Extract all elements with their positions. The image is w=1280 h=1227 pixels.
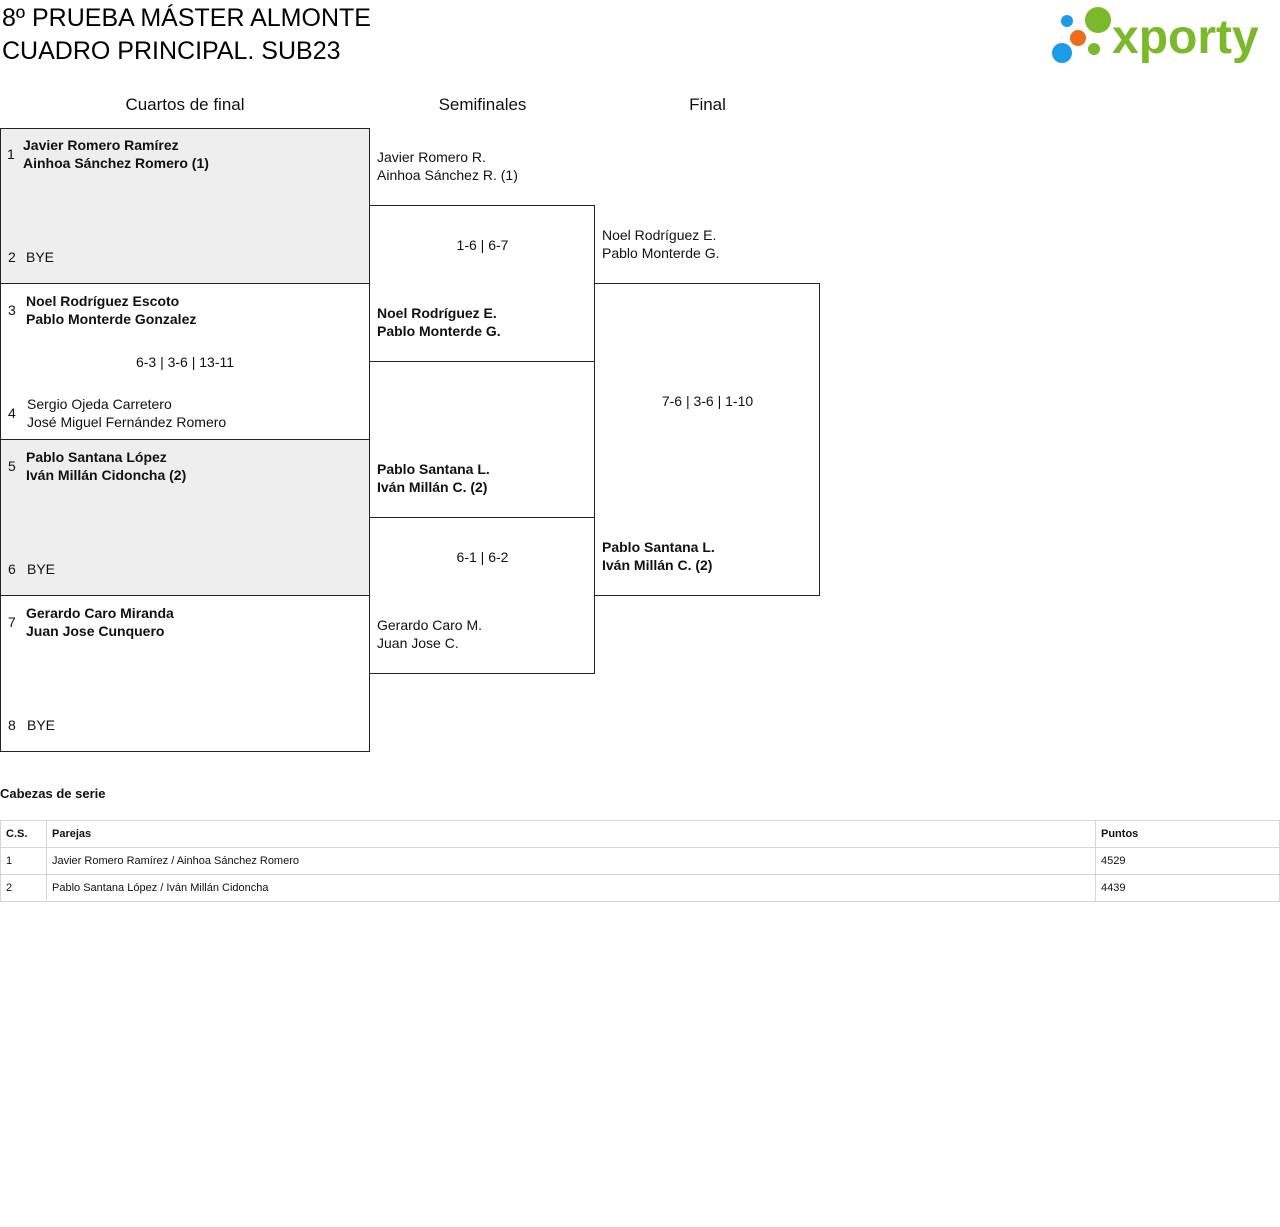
seed-number: 4	[8, 405, 16, 421]
round-heading-semis: Semifinales	[438, 95, 527, 114]
player-name: Pablo Santana L.	[602, 539, 715, 555]
table-header-row: C.S. Parejas Puntos	[0, 820, 1280, 848]
player-name: Iván Millán C. (2)	[377, 479, 488, 495]
player-name: Noel Rodríguez E.	[377, 305, 497, 321]
player-name: BYE	[27, 717, 56, 733]
seed-number: 8	[8, 717, 16, 733]
column-header-cs: C.S.	[0, 820, 47, 848]
match-score: 1-6 | 6-7	[456, 237, 509, 253]
column-header-points: Puntos	[1095, 820, 1280, 848]
player-name: Ainhoa Sánchez R. (1)	[377, 167, 518, 183]
xporty-logo-icon: xporty	[1052, 7, 1259, 64]
seed-number: 7	[8, 614, 16, 630]
player-name: BYE	[27, 561, 56, 577]
player-name: Javier Romero R.	[377, 149, 486, 165]
player-name: Gerardo Caro M.	[377, 617, 483, 633]
points-cell: 4529	[1095, 847, 1280, 875]
seed-number: 2	[8, 249, 16, 265]
quarterfinal-match-4	[0, 596, 370, 752]
player-name: Gerardo Caro Miranda	[26, 605, 174, 621]
seed-number: 1	[7, 146, 15, 162]
column-header-pairs: Parejas	[46, 820, 1096, 848]
player-name: Pablo Santana López	[26, 449, 167, 465]
match-score: 6-1 | 6-2	[456, 549, 509, 565]
pair-cell: Javier Romero Ramírez / Ainhoa Sánchez R…	[46, 847, 1096, 875]
player-name: Noel Rodríguez E.	[602, 227, 717, 243]
player-name: Juan Jose C.	[377, 635, 459, 651]
player-name: Ainhoa Sánchez Romero (1)	[23, 155, 209, 171]
page-title-line2: CUADRO PRINCIPAL. SUB23	[2, 37, 341, 65]
points-cell: 4439	[1095, 874, 1280, 902]
player-name: Iván Millán Cidoncha (2)	[26, 467, 187, 483]
round-heading-final: Final	[689, 95, 726, 114]
seeds-section-title: Cabezas de serie	[0, 786, 106, 801]
match-score: 6-3 | 3-6 | 13-11	[135, 354, 235, 370]
seed-number: 5	[8, 458, 16, 474]
xporty-logo: xporty	[1050, 2, 1276, 68]
logo-wordmark: xporty	[1112, 11, 1259, 64]
pair-cell: Pablo Santana López / Iván Millán Cidonc…	[46, 874, 1096, 902]
player-name: Pablo Santana L.	[377, 461, 490, 477]
player-name: Iván Millán C. (2)	[602, 557, 713, 573]
match-score: 7-6 | 3-6 | 1-10	[661, 393, 754, 409]
player-name: BYE	[26, 249, 55, 265]
seed-number: 6	[8, 561, 16, 577]
page-title-line1: 8º PRUEBA MÁSTER ALMONTE	[2, 4, 371, 32]
seed-number: 3	[8, 302, 16, 318]
seed-cell: 2	[0, 874, 47, 902]
player-name: Pablo Monterde G.	[377, 323, 501, 339]
table-row: 1 Javier Romero Ramírez / Ainhoa Sánchez…	[0, 847, 1280, 875]
player-name: Juan Jose Cunquero	[26, 623, 165, 639]
round-heading-quarters: Cuartos de final	[125, 95, 245, 114]
player-name: Noel Rodríguez Escoto	[26, 293, 180, 309]
seeds-table: C.S. Parejas Puntos 1 Javier Romero Ramí…	[0, 820, 1280, 902]
quarterfinal-match-2	[0, 284, 370, 440]
final-match	[594, 283, 820, 596]
player-name: Pablo Monterde G.	[602, 245, 720, 261]
player-name: Javier Romero Ramírez	[23, 137, 179, 153]
player-name: Sergio Ojeda Carretero	[27, 396, 172, 412]
quarterfinal-match-3	[0, 440, 370, 596]
table-row: 2 Pablo Santana López / Iván Millán Cido…	[0, 874, 1280, 902]
seed-cell: 1	[0, 847, 47, 875]
player-name: Pablo Monterde Gonzalez	[26, 311, 197, 327]
player-name: José Miguel Fernández Romero	[27, 414, 227, 430]
quarterfinal-match-1	[0, 128, 370, 284]
